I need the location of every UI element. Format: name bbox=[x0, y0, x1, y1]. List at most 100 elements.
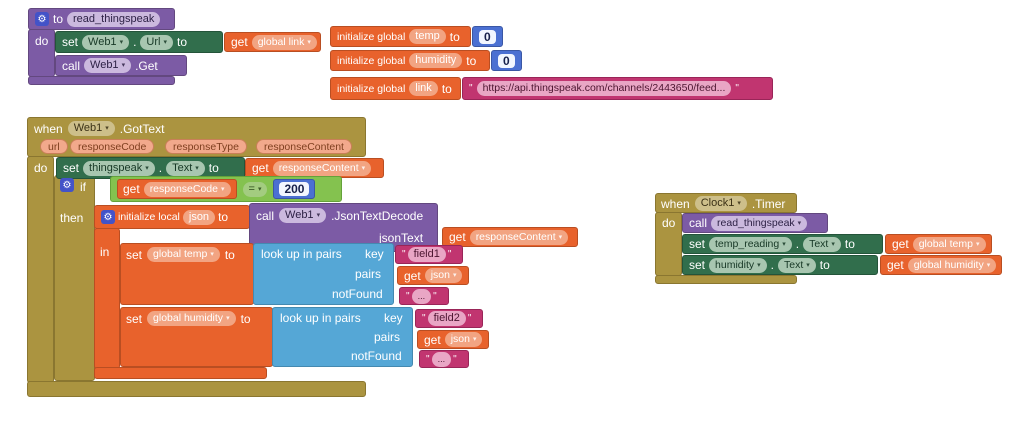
set-humidity-text-block[interactable]: set humidity▾ . Text▾ to bbox=[682, 255, 878, 275]
when-clock1-timer-block[interactable]: when Clock1▾ .Timer do call read_thingsp… bbox=[655, 192, 1002, 287]
number-block[interactable]: 200 bbox=[273, 179, 316, 199]
chevron-down-icon: ▾ bbox=[361, 164, 366, 172]
property-dropdown[interactable]: Text▾ bbox=[166, 160, 205, 176]
local-name-field[interactable]: json bbox=[182, 209, 216, 225]
key-string-block[interactable]: " field2 " bbox=[415, 309, 483, 328]
kw-to: to bbox=[441, 81, 452, 96]
param-chip-responsetype[interactable]: responseType bbox=[165, 139, 247, 154]
get-global-temp-block[interactable]: get global temp▾ bbox=[885, 234, 992, 254]
variable-dropdown[interactable]: global humidity▾ bbox=[147, 311, 236, 326]
set-web1-url-block[interactable]: set Web1▾ . Url▾ to bbox=[55, 31, 223, 53]
procedure-name-field[interactable]: read_thingspeak bbox=[67, 11, 161, 27]
component-dropdown[interactable]: thingspeak▾ bbox=[83, 160, 155, 176]
equals-comparison-block[interactable]: get responseCode▾ =▾ 200 bbox=[110, 176, 342, 202]
set-temp-reading-text-block[interactable]: set temp_reading▾ . Text▾ to bbox=[682, 234, 883, 254]
jsontext-arg-label: jsonText bbox=[379, 231, 424, 245]
number-field[interactable]: 200 bbox=[279, 182, 310, 196]
mutator-gear-icon[interactable]: ⚙ bbox=[35, 12, 49, 26]
variable-dropdown[interactable]: responseContent▾ bbox=[469, 229, 569, 245]
get-json-block[interactable]: get json▾ bbox=[397, 266, 469, 285]
procedure-bottom-tail[interactable] bbox=[28, 76, 175, 85]
if-block-body[interactable] bbox=[54, 175, 95, 381]
variable-dropdown[interactable]: responseCode▾ bbox=[143, 181, 231, 197]
variable-dropdown[interactable]: global link▾ bbox=[251, 34, 317, 50]
component-dropdown[interactable]: Web1▾ bbox=[82, 34, 130, 50]
string-field[interactable]: https://api.thingspeak.com/channels/2443… bbox=[476, 81, 732, 96]
event-left-spine[interactable] bbox=[655, 212, 682, 276]
param-chip-url[interactable]: url bbox=[40, 139, 68, 154]
variable-name-field[interactable]: temp bbox=[409, 29, 446, 44]
procedure-read-thingspeak-block[interactable]: ⚙ to read_thingspeak do set Web1▾ . Url▾… bbox=[28, 6, 328, 86]
component-dropdown[interactable]: Clock1▾ bbox=[694, 196, 747, 211]
event-left-spine[interactable] bbox=[27, 156, 54, 383]
variable-name-field[interactable]: humidity bbox=[409, 53, 463, 68]
variable-name-field[interactable]: link bbox=[409, 81, 438, 96]
number-block[interactable]: 0 bbox=[491, 50, 522, 71]
variable-dropdown[interactable]: global temp▾ bbox=[912, 236, 986, 252]
string-field[interactable]: field2 bbox=[427, 311, 466, 326]
event-bottom-tail[interactable] bbox=[655, 275, 797, 284]
call-web1-get-block[interactable]: call Web1▾ .Get bbox=[55, 55, 187, 76]
init-local-json-block[interactable]: ⚙ initialize local json to bbox=[94, 205, 250, 229]
operator-dropdown[interactable]: =▾ bbox=[242, 181, 268, 197]
number-field[interactable]: 0 bbox=[498, 53, 515, 68]
get-responsecontent-arg-block[interactable]: get responseContent▾ bbox=[442, 227, 578, 247]
kw-call: call bbox=[689, 216, 708, 230]
procedure-header[interactable]: ⚙ to read_thingspeak bbox=[28, 8, 175, 30]
string-field[interactable]: field1 bbox=[407, 247, 446, 262]
property-dropdown[interactable]: Url▾ bbox=[140, 34, 173, 50]
gear-glyph: ⚙ bbox=[37, 13, 47, 25]
get-global-link-block[interactable]: get global link▾ bbox=[224, 32, 321, 52]
notfound-string-block[interactable]: " ... " bbox=[419, 350, 469, 368]
component-dropdown[interactable]: Web1▾ bbox=[279, 208, 327, 223]
kw-do: do bbox=[34, 161, 48, 175]
init-global-temp-block[interactable]: initialize global temp to bbox=[330, 26, 471, 47]
init-global-humidity-block[interactable]: initialize global humidity to bbox=[330, 50, 490, 71]
variable-dropdown[interactable]: global humidity▾ bbox=[907, 257, 997, 273]
property-dropdown[interactable]: Text▾ bbox=[777, 257, 816, 273]
key-string-block[interactable]: " field1 " bbox=[395, 245, 463, 264]
lookup-in-pairs-block[interactable] bbox=[272, 307, 413, 367]
procedure-dropdown[interactable]: read_thingspeak▾ bbox=[711, 215, 808, 231]
if-mutator-gear-icon[interactable]: ⚙ bbox=[60, 178, 74, 192]
kw-set: set bbox=[689, 237, 706, 251]
get-json-block[interactable]: get json▾ bbox=[417, 330, 489, 349]
event-bottom-tail[interactable] bbox=[27, 381, 366, 397]
mutator-gear-icon[interactable]: ⚙ bbox=[101, 210, 115, 224]
notfound-string-block[interactable]: " ... " bbox=[399, 287, 449, 305]
variable-dropdown[interactable]: json▾ bbox=[424, 268, 463, 283]
string-field[interactable]: ... bbox=[411, 288, 432, 304]
kw-set: set bbox=[689, 258, 706, 272]
get-global-humidity-block[interactable]: get global humidity▾ bbox=[880, 255, 1002, 275]
string-field[interactable]: ... bbox=[431, 351, 452, 367]
event-title-row: when Web1▾ .GotText bbox=[34, 121, 164, 136]
text-string-block[interactable]: " https://api.thingspeak.com/channels/24… bbox=[462, 77, 773, 100]
variable-dropdown[interactable]: responseContent▾ bbox=[272, 160, 372, 176]
get-responsecontent-block[interactable]: get responseContent▾ bbox=[245, 158, 384, 178]
lookup-label: look up in pairs bbox=[280, 311, 361, 325]
dropdown-value: json bbox=[430, 269, 450, 282]
chevron-down-icon: ▾ bbox=[163, 38, 167, 46]
pairs-label: pairs bbox=[374, 330, 401, 344]
global-initializers: initialize global temp to 0 initialize g… bbox=[330, 26, 780, 106]
set-global-humidity-row: set global humidity▾ to bbox=[126, 311, 251, 326]
notfound-label: notFound bbox=[332, 287, 383, 301]
number-field[interactable]: 0 bbox=[479, 29, 496, 44]
variable-dropdown[interactable]: global temp▾ bbox=[147, 247, 220, 262]
get-responsecode-block[interactable]: get responseCode▾ bbox=[117, 179, 237, 199]
call-read-thingspeak-block[interactable]: call read_thingspeak▾ bbox=[682, 213, 828, 233]
init-local-bottom-tail[interactable] bbox=[94, 367, 267, 379]
dot-separator: . bbox=[795, 237, 800, 251]
when-web1-gottext-block[interactable]: when Web1▾ .GotText url responseCode res… bbox=[27, 115, 587, 405]
number-block[interactable]: 0 bbox=[472, 26, 503, 47]
variable-dropdown[interactable]: json▾ bbox=[444, 332, 483, 347]
component-dropdown[interactable]: Web1▾ bbox=[84, 58, 132, 73]
param-chip-responsecode[interactable]: responseCode bbox=[70, 139, 155, 154]
component-dropdown[interactable]: temp_reading▾ bbox=[709, 236, 792, 252]
component-dropdown[interactable]: Web1▾ bbox=[67, 121, 115, 136]
property-dropdown[interactable]: Text▾ bbox=[803, 236, 841, 252]
init-global-link-block[interactable]: initialize global link to bbox=[330, 77, 461, 100]
component-dropdown[interactable]: humidity▾ bbox=[709, 257, 767, 273]
param-chip-responsecontent[interactable]: responseContent bbox=[256, 139, 352, 154]
lookup-in-pairs-block[interactable] bbox=[253, 243, 394, 305]
